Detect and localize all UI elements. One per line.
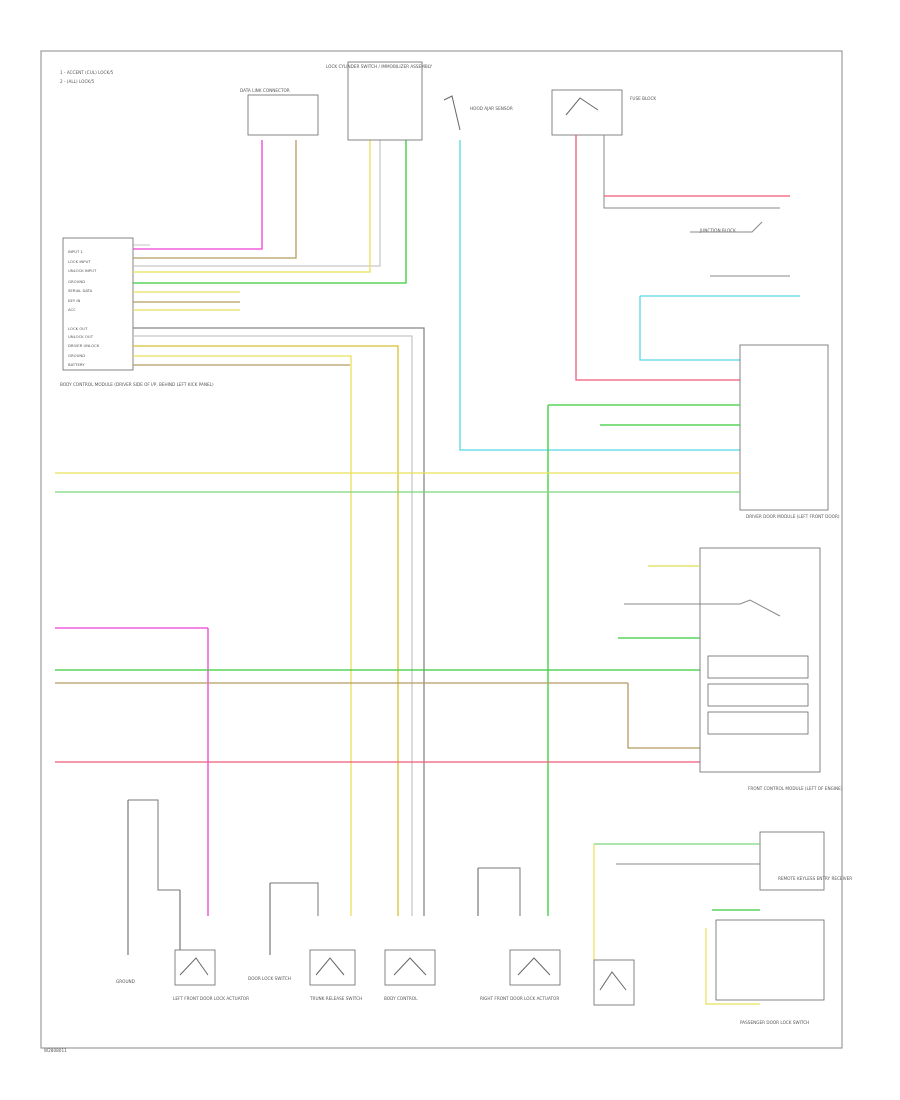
center-lock-actuator: BODY CONTROL bbox=[384, 949, 436, 1001]
junction-block: JUNCTION BLOCK bbox=[639, 221, 800, 361]
svg-text:SERIAL DATA: SERIAL DATA bbox=[68, 288, 93, 293]
svg-text:GROUND: GROUND bbox=[68, 353, 85, 358]
junction-block-label: JUNCTION BLOCK bbox=[699, 228, 736, 233]
trunk-release-label: TRUNK RELEASE SWITCH bbox=[309, 996, 362, 1001]
bottom-mid-switch bbox=[593, 959, 635, 1006]
svg-text:UNLOCK OUT: UNLOCK OUT bbox=[68, 334, 94, 339]
footer-code: W2808011 bbox=[44, 1048, 67, 1053]
driver-door-module-label: DRIVER DOOR MODULE (LEFT FRONT DOOR) bbox=[746, 514, 840, 519]
top-connector-a: DATA LINK CONNECTOR bbox=[240, 88, 319, 136]
remote-keyless-label: REMOTE KEYLESS ENTRY RECEIVER bbox=[778, 876, 852, 881]
hood-sensor: HOOD AJAR SENSOR bbox=[443, 95, 740, 451]
body-control-module: BODY CONTROL MODULE (DRIVER SIDE OF I/P,… bbox=[60, 237, 214, 387]
center-actuator-label: BODY CONTROL bbox=[384, 996, 418, 1001]
trunk-release-switch: TRUNK RELEASE SWITCH bbox=[309, 949, 362, 1001]
legend-line-1: 1 - ACCENT (CUL) LOCK/5 bbox=[60, 70, 114, 75]
fuse-block: FUSE BLOCK bbox=[551, 89, 790, 381]
fcm-switch-rows bbox=[707, 655, 809, 735]
svg-text:INPUT 1: INPUT 1 bbox=[68, 249, 84, 254]
front-control-label: FRONT CONTROL MODULE (LEFT OF ENGINE) bbox=[748, 786, 843, 791]
bcm-wires bbox=[133, 140, 425, 916]
rf-door-lock-label: RIGHT FRONT DOOR LOCK ACTUATOR bbox=[480, 996, 559, 1001]
door-lock-switch-label: DOOR LOCK SWITCH bbox=[248, 976, 291, 981]
left-front-door-lock: LEFT FRONT DOOR LOCK ACTUATOR bbox=[173, 890, 249, 1001]
passenger-switch-label: PASSENGER DOOR LOCK SWITCH bbox=[740, 1020, 809, 1025]
svg-text:ACC: ACC bbox=[68, 307, 76, 312]
svg-text:KEY IN: KEY IN bbox=[68, 298, 81, 303]
hood-sensor-label: HOOD AJAR SENSOR bbox=[470, 106, 513, 111]
remote-keyless-receiver: REMOTE KEYLESS ENTRY RECEIVER bbox=[593, 831, 852, 960]
bus-wires bbox=[55, 472, 740, 916]
front-control-module: FRONT CONTROL MODULE (LEFT OF ENGINE) bbox=[618, 547, 843, 791]
svg-text:BATTERY: BATTERY bbox=[68, 362, 85, 367]
svg-text:UNLOCK INPUT: UNLOCK INPUT bbox=[68, 268, 97, 273]
top-connector-b: LOCK CYLINDER SWITCH / IMMOBILIZER ASSEM… bbox=[326, 61, 432, 141]
lf-door-lock-label: LEFT FRONT DOOR LOCK ACTUATOR bbox=[173, 996, 249, 1001]
svg-text:LOCK INPUT: LOCK INPUT bbox=[68, 259, 91, 264]
svg-text:DRIVER UNLOCK: DRIVER UNLOCK bbox=[68, 343, 100, 348]
passenger-door-lock-switch: PASSENGER DOOR LOCK SWITCH bbox=[705, 909, 825, 1025]
bottom-left-ground: GROUND bbox=[116, 799, 180, 984]
ground-label: GROUND bbox=[116, 979, 135, 984]
driver-door-module: DRIVER DOOR MODULE (LEFT FRONT DOOR) bbox=[547, 344, 840, 916]
diagram-frame bbox=[40, 50, 843, 1049]
fuse-block-label: FUSE BLOCK bbox=[630, 96, 656, 101]
data-link-label: DATA LINK CONNECTOR bbox=[240, 88, 290, 93]
right-front-door-lock: RIGHT FRONT DOOR LOCK ACTUATOR bbox=[477, 867, 561, 1001]
cluster-label: LOCK CYLINDER SWITCH / IMMOBILIZER ASSEM… bbox=[326, 64, 432, 69]
bcm-pin-rows: INPUT 1 LOCK INPUT UNLOCK INPUT GROUND SERI… bbox=[68, 249, 100, 367]
svg-text:LOCK OUT: LOCK OUT bbox=[68, 326, 88, 331]
bcm-label: BODY CONTROL MODULE (DRIVER SIDE OF I/P,… bbox=[60, 382, 214, 387]
svg-text:GROUND: GROUND bbox=[68, 279, 85, 284]
door-lock-switch: DOOR LOCK SWITCH bbox=[248, 882, 319, 981]
legend-line-2: 2 - (ALL) LOCK/5 bbox=[60, 79, 95, 84]
